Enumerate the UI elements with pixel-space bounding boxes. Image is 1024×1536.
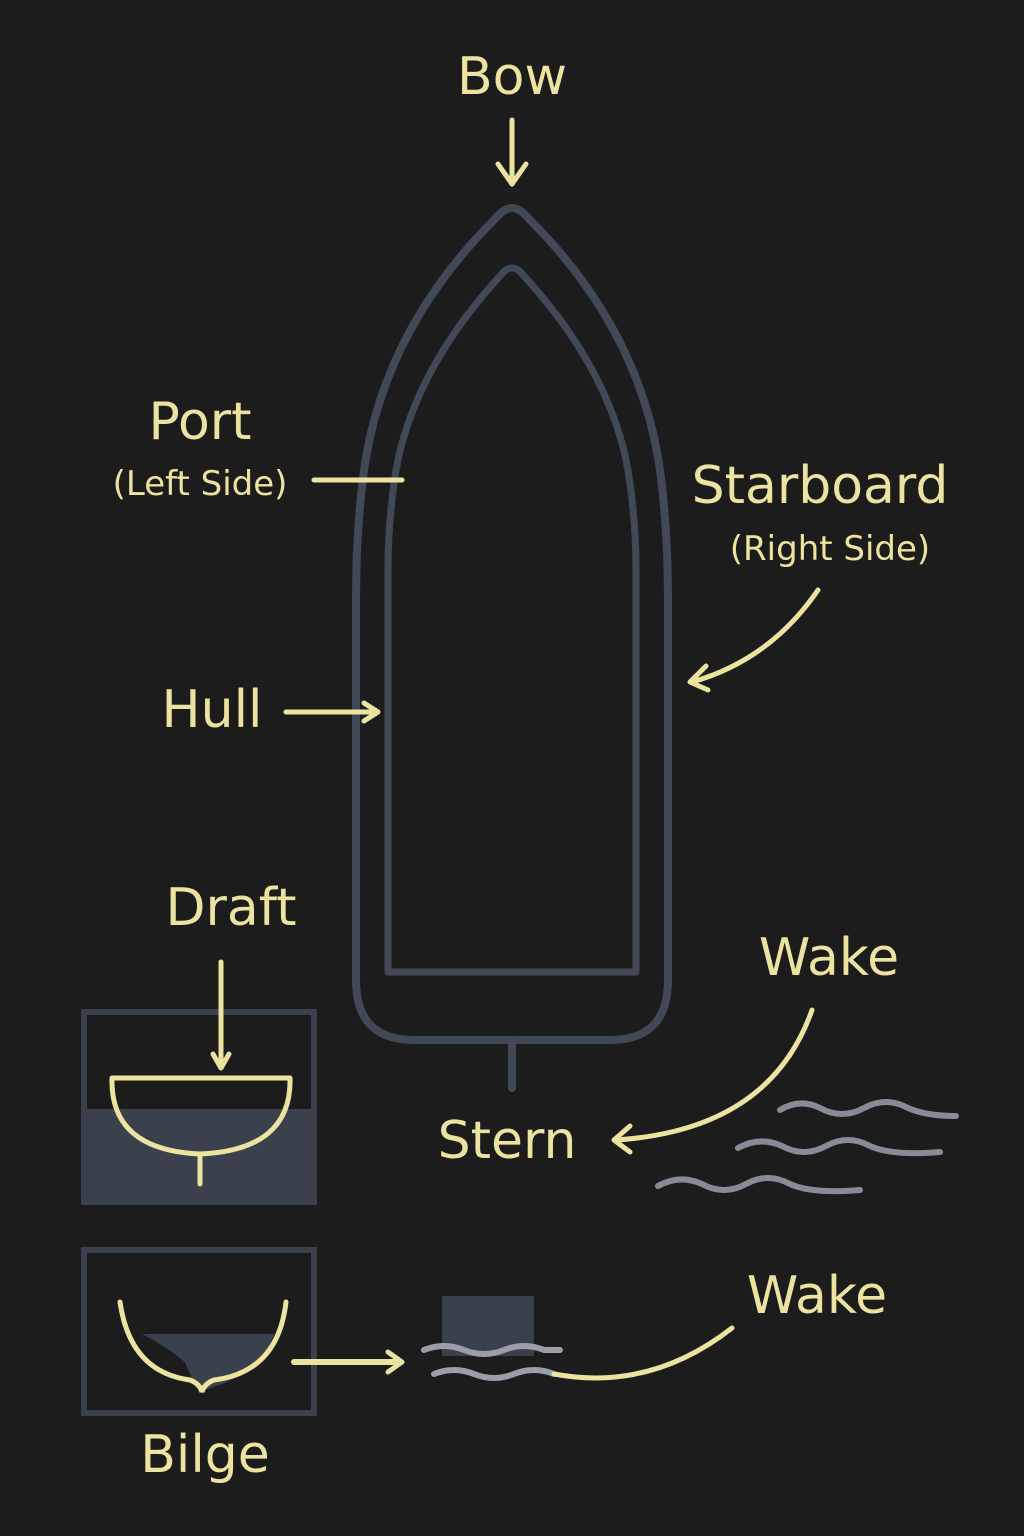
draft-diagram xyxy=(81,959,317,1205)
wake-label-bottom: Wake xyxy=(746,1266,888,1326)
hull-outer-outline xyxy=(352,204,672,1044)
hull-inner-outline xyxy=(384,264,640,976)
port-sublabel: (Left Side) xyxy=(112,464,288,504)
starboard-label: Starboard xyxy=(691,456,949,516)
hull-label: Hull xyxy=(161,680,263,740)
bow-arrow-icon xyxy=(495,117,529,187)
bilge-diagram xyxy=(81,1247,405,1416)
wake-small-diagram xyxy=(421,1296,735,1381)
wake-waves-icon xyxy=(655,1099,959,1195)
starboard-sublabel: (Right Side) xyxy=(729,529,931,569)
hull-arrow-icon xyxy=(283,700,381,724)
stern-label: Stern xyxy=(437,1111,577,1171)
starboard-arrow-icon xyxy=(687,587,821,693)
wake-stern-arrow-icon xyxy=(611,1007,815,1155)
bow-label: Bow xyxy=(456,47,568,107)
port-label: Port xyxy=(148,392,252,452)
draft-label: Draft xyxy=(165,878,297,938)
wake-label-top: Wake xyxy=(758,928,900,988)
bilge-label: Bilge xyxy=(140,1425,270,1485)
